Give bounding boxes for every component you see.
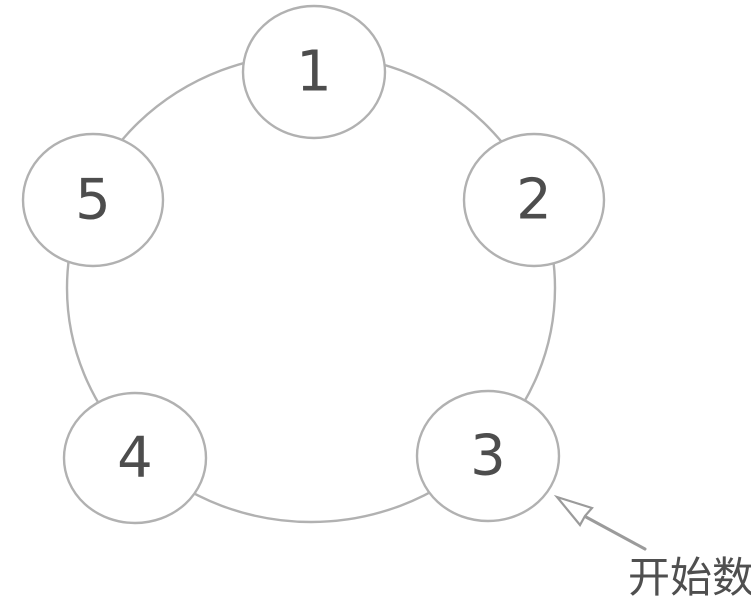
node-3-circle xyxy=(415,389,561,523)
node-5: 5 xyxy=(21,132,165,268)
arrowhead-icon xyxy=(553,494,594,527)
arrow-line xyxy=(584,515,647,551)
start-annotation-label: 开始数 xyxy=(628,553,751,602)
node-1-label: 1 xyxy=(296,40,332,105)
node-5-label: 5 xyxy=(75,168,111,233)
node-4: 4 xyxy=(62,391,208,525)
node-4-label: 4 xyxy=(117,426,153,491)
start-arrow xyxy=(553,494,647,551)
node-1: 1 xyxy=(241,4,387,140)
node-3-label: 3 xyxy=(470,424,506,489)
node-2-label: 2 xyxy=(516,168,552,233)
node-1-circle xyxy=(241,4,387,140)
node-2-circle xyxy=(462,132,606,268)
node-4-circle xyxy=(62,391,208,525)
node-2: 2 xyxy=(462,132,606,268)
node-3: 3 xyxy=(415,389,561,523)
node-5-circle xyxy=(21,132,165,268)
